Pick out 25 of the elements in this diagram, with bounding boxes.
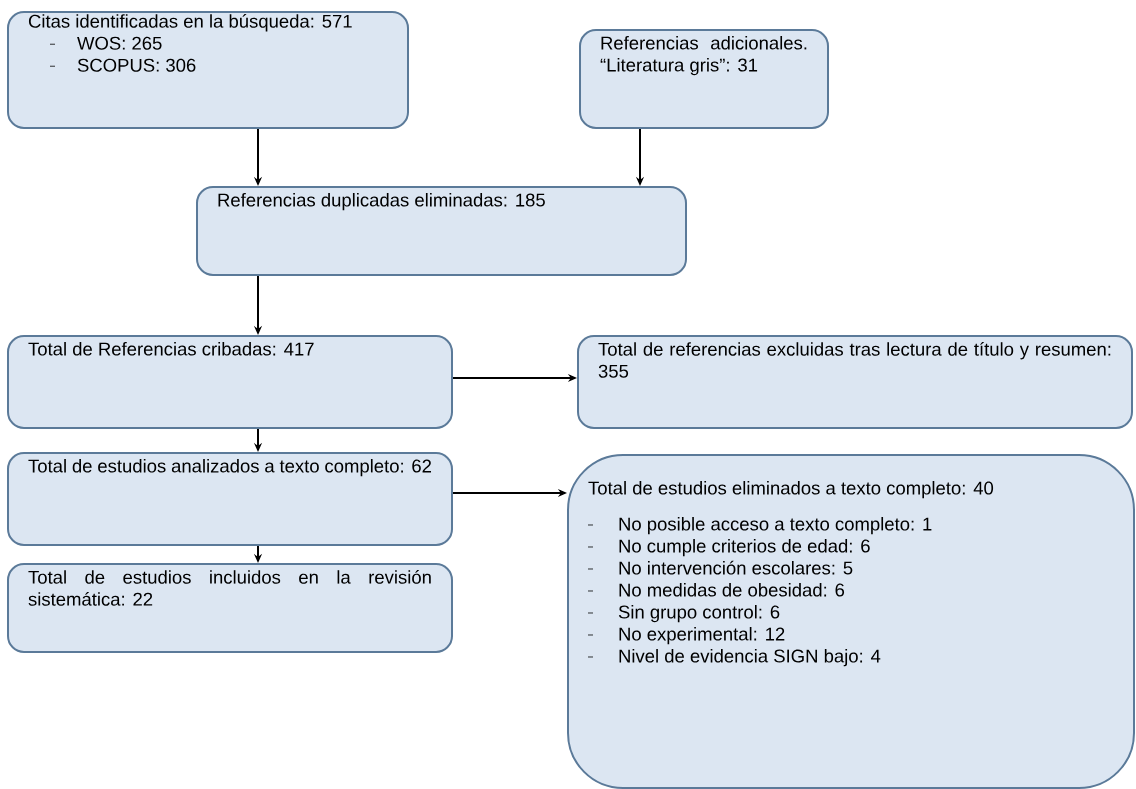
process-box	[7, 335, 453, 429]
list-item: No posible acceso a texto completo: 1	[619, 517, 932, 535]
process-box	[196, 186, 687, 276]
process-box	[567, 454, 1135, 789]
list-item: Sin grupo control: 6	[618, 605, 780, 623]
box-text: Total de referencias excluidas tras lectura de título y resumen: 355	[598, 342, 1111, 378]
list-item: No medidas de obesidad: 6	[619, 583, 845, 597]
list-item: WOS: 265	[77, 36, 162, 50]
process-box	[7, 452, 453, 546]
box-text: Total de Referencias cribadas: 417	[28, 342, 314, 356]
list-item: No intervención escolares: 5	[619, 560, 853, 575]
box-text: Referencias adicionales. “Literatura gris”: 31	[600, 36, 807, 76]
box-text: Referencias duplicadas eliminadas: 185	[218, 193, 545, 211]
list-item: SCOPUS: 306	[77, 58, 196, 72]
list-item: Nivel de evidencia SIGN bajo: 4	[619, 649, 881, 667]
process-box	[579, 29, 829, 129]
box-text: Total de estudios analizados a texto completo: 62	[28, 459, 431, 477]
process-box	[7, 563, 453, 653]
process-box	[7, 11, 409, 129]
process-box	[577, 335, 1133, 429]
box-text: Total de estudios incluidos en la revisión sistemática: 22	[28, 570, 431, 606]
box-text: Citas identificadas en la búsqueda: 571	[28, 14, 352, 32]
list-item: No cumple criterios de edad: 6	[619, 539, 870, 557]
box-text: Total de estudios eliminados a texto completo: 40	[588, 481, 994, 499]
list-item: No experimental: 12	[619, 627, 785, 645]
